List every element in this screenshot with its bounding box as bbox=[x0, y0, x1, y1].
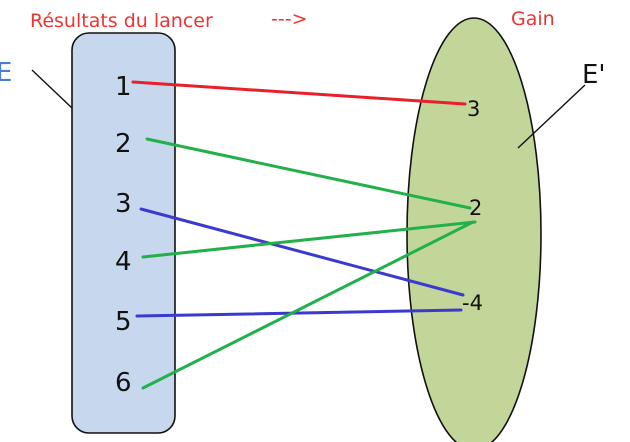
mapping-arrow-4-to-2 bbox=[141, 220, 477, 259]
codomain-value-2: 2 bbox=[469, 196, 482, 220]
domain-value-5: 5 bbox=[115, 307, 132, 337]
gain-label: Gain bbox=[511, 8, 555, 30]
codomain-label-pointer bbox=[517, 84, 586, 149]
mapping-arrow-3-to-neg4 bbox=[139, 207, 465, 297]
domain-label: E bbox=[0, 58, 12, 88]
results-label: Résultats du lancer bbox=[30, 10, 213, 32]
codomain-value-neg4: -4 bbox=[462, 291, 483, 315]
domain-value-3: 3 bbox=[115, 189, 132, 219]
mapping-arrow-5-to-neg4 bbox=[135, 308, 463, 318]
domain-value-1: 1 bbox=[115, 72, 132, 102]
mapping-lines bbox=[131, 80, 477, 390]
codomain-set bbox=[406, 17, 542, 442]
codomain-values: 3 2 -4 bbox=[462, 97, 483, 315]
domain-value-6: 6 bbox=[115, 368, 132, 398]
domain-value-4: 4 bbox=[115, 247, 132, 277]
mapping-arrow-1-to-3 bbox=[131, 80, 467, 106]
domain-label-pointer bbox=[31, 69, 73, 109]
codomain-label: E' bbox=[582, 60, 606, 90]
domain-values: 1 2 3 4 5 6 bbox=[115, 72, 132, 398]
mapping-arrow-2-to-2 bbox=[145, 137, 472, 210]
codomain-value-3: 3 bbox=[467, 97, 480, 121]
domain-set bbox=[71, 32, 176, 434]
header-arrow: ---> bbox=[271, 8, 308, 30]
domain-value-2: 2 bbox=[115, 129, 132, 159]
mapping-arrow-6-to-2 bbox=[141, 220, 475, 390]
